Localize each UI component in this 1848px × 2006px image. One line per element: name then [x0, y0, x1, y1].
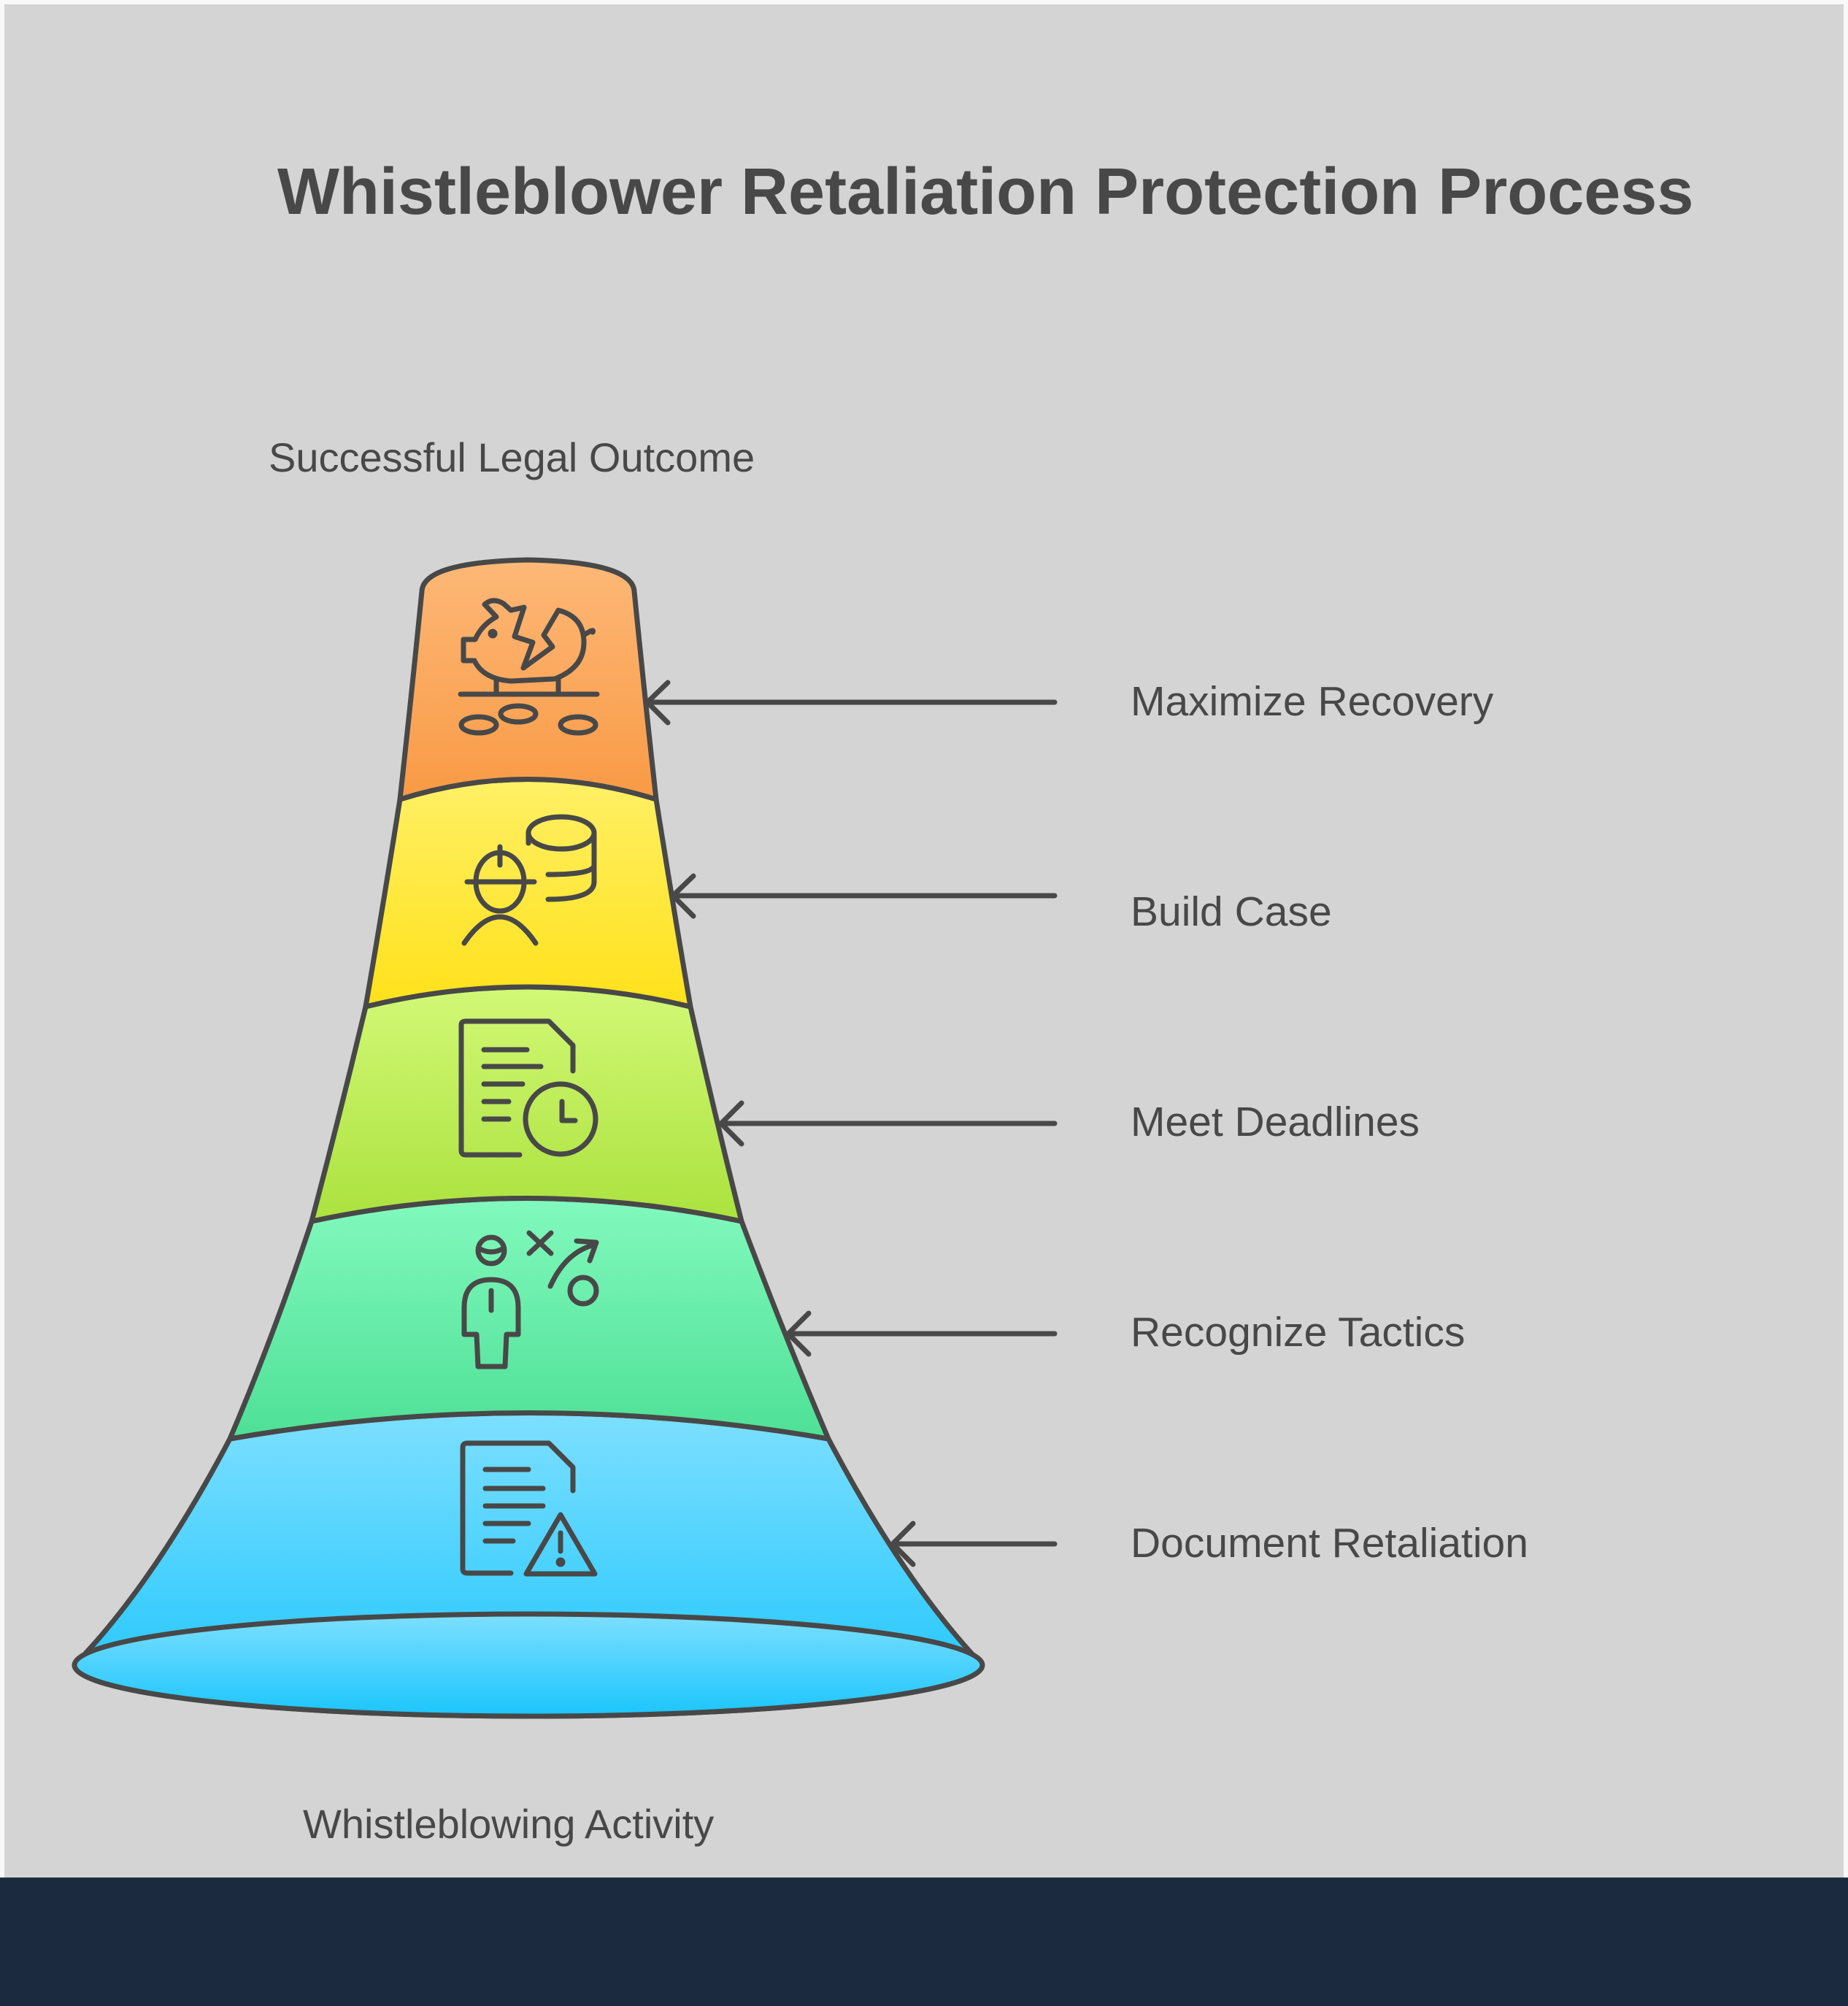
arrow-maximize-recovery [644, 680, 1058, 726]
step-label-document-retaliation: Document Retaliation [1131, 1520, 1528, 1567]
funnel-band-build-case [363, 777, 693, 1010]
strategy-person-icon [461, 1230, 599, 1369]
broken-piggy-bank-icon [458, 598, 600, 736]
arrow-document-retaliation [890, 1521, 1058, 1567]
step-label-maximize-recovery: Maximize Recovery [1131, 678, 1494, 725]
funnel-base-ellipse [72, 1611, 985, 1719]
funnel-top-label: Successful Legal Outcome [269, 434, 755, 480]
arrow-recognize-tactics [785, 1310, 1058, 1357]
step-label-meet-deadlines: Meet Deadlines [1131, 1099, 1420, 1145]
worker-with-database-icon [461, 814, 597, 946]
footer-bar [0, 1878, 1848, 2006]
document-clock-icon [458, 1018, 598, 1158]
arrow-build-case [670, 873, 1058, 919]
page-title: Whistleblower Retaliation Protection Pro… [277, 155, 1694, 228]
arrow-meet-deadlines [718, 1100, 1058, 1147]
document-warning-icon [460, 1440, 598, 1577]
step-label-recognize-tactics: Recognize Tactics [1131, 1309, 1466, 1356]
step-label-build-case: Build Case [1131, 888, 1332, 935]
funnel-bottom-label: Whistleblowing Activity [303, 1801, 715, 1847]
